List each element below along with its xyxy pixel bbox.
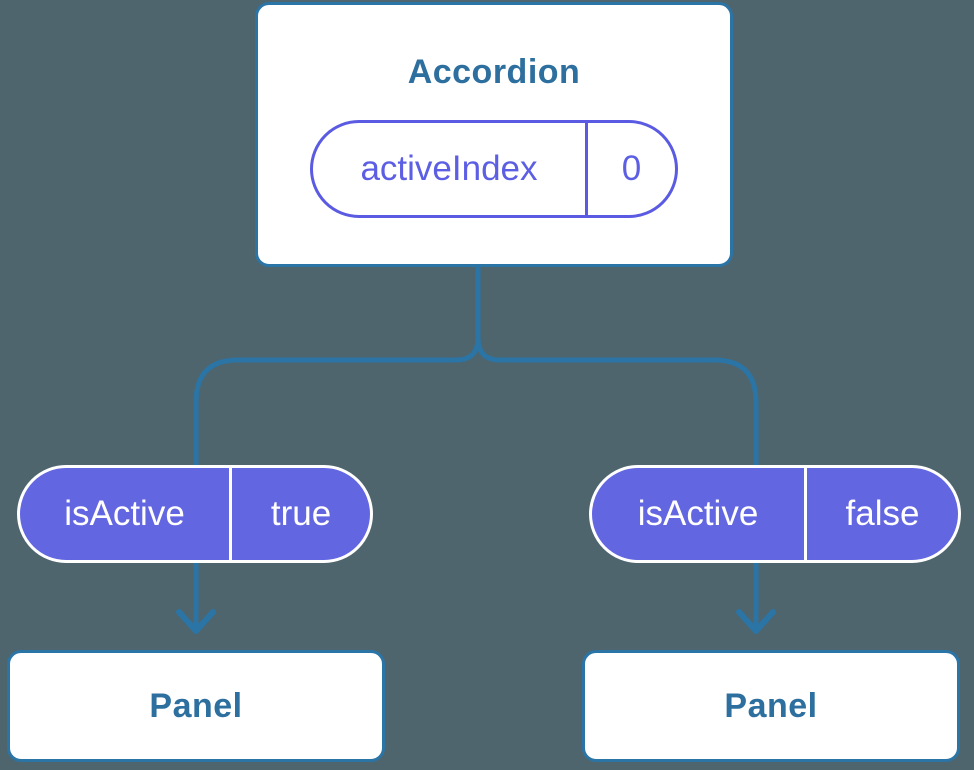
accordion-node: Accordion activeIndex 0	[255, 2, 733, 267]
prop-pill-name: isActive	[637, 494, 759, 533]
connector-left-branch	[193, 266, 481, 627]
state-pill-name: activeIndex	[360, 149, 538, 188]
prop-pill-isactive-false: isActive false	[589, 465, 961, 563]
prop-pill-value: true	[229, 468, 370, 560]
accordion-node-title: Accordion	[407, 53, 581, 91]
prop-pill-value: false	[804, 468, 958, 560]
panel-node-title: Panel	[149, 686, 243, 725]
panel-node-left: Panel	[7, 650, 385, 762]
connector-right-branch	[475, 337, 759, 627]
arrow-down-icon	[736, 609, 776, 634]
prop-pill-isactive-true: isActive true	[17, 465, 373, 563]
prop-pill-name: isActive	[64, 494, 185, 533]
state-pill-activeindex: activeIndex 0	[310, 120, 678, 218]
state-pill-value: 0	[585, 123, 675, 215]
arrow-down-icon	[176, 609, 216, 634]
panel-node-title: Panel	[724, 686, 818, 725]
panel-node-right: Panel	[582, 650, 960, 762]
